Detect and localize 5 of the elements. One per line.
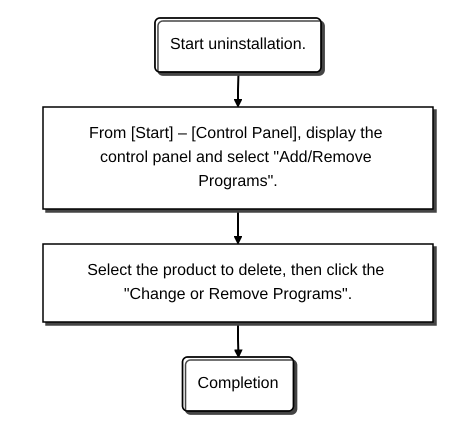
arrow bbox=[234, 322, 243, 358]
arrow bbox=[234, 208, 242, 244]
node-box: Select the product to delete, then click the "Change or Remove Programs". bbox=[42, 242, 434, 322]
arrow bbox=[234, 72, 242, 107]
node-box: From [Start] – [Control Panel], display the control panel and select "Add/Remove Programs". bbox=[42, 106, 434, 210]
